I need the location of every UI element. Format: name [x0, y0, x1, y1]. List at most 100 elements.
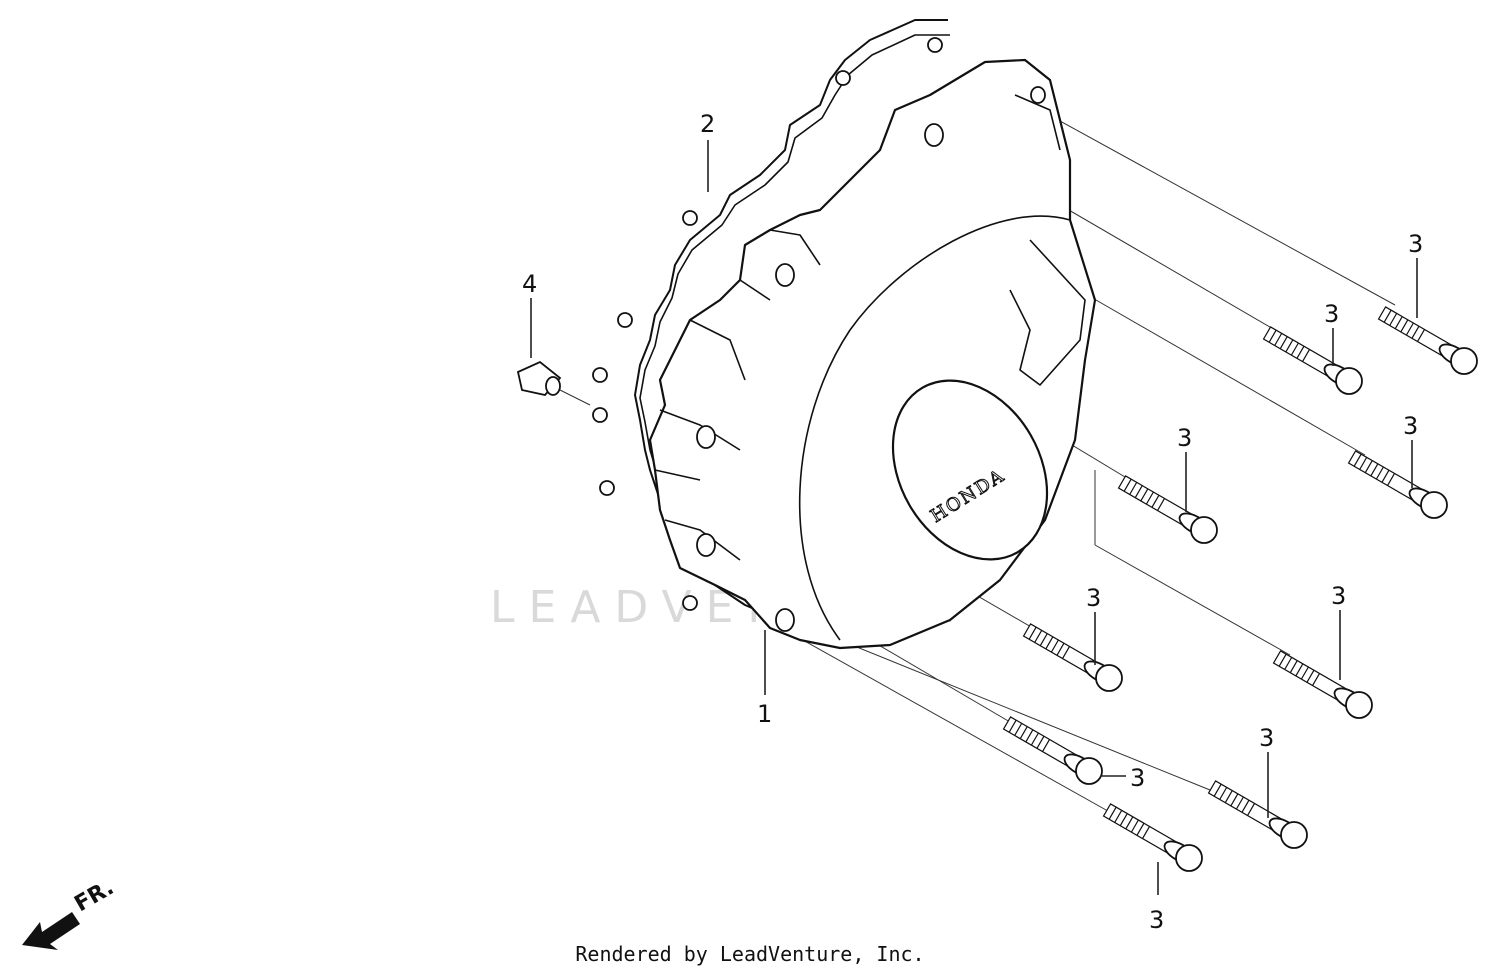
bolt-thread-line	[1108, 806, 1117, 820]
callout-3: 3	[1259, 724, 1274, 752]
gasket-hole	[599, 480, 615, 496]
bolt-thread-line	[1389, 313, 1398, 326]
cover-bolt-hole	[1030, 86, 1046, 104]
bolt-thread-line	[1381, 469, 1390, 483]
flange-bolt	[1272, 650, 1373, 719]
bolt-head	[1095, 664, 1123, 692]
bolt-thread-line	[1268, 329, 1277, 343]
bolt-thread-line	[1042, 739, 1051, 752]
bolt-thread-line	[1039, 633, 1048, 647]
flange-bolt	[1377, 306, 1478, 375]
bolt-thread-line	[1312, 673, 1321, 686]
callout-3: 3	[1331, 582, 1346, 610]
bolt-thread-line	[1230, 793, 1239, 807]
flange-bolts	[1002, 306, 1478, 872]
bolt-thread-line	[1008, 719, 1017, 733]
cover-bolt-hole	[696, 533, 716, 557]
bolt-thread-line	[1224, 790, 1233, 804]
bolt-thread-line	[1129, 482, 1138, 495]
bolt-thread-line	[1278, 653, 1287, 667]
cover-bolt-hole	[924, 123, 944, 147]
bolt-thread-line	[1136, 822, 1145, 836]
bolt-thread-line	[1300, 666, 1309, 680]
gasket-hole	[617, 312, 633, 328]
bolt-thread-line	[1123, 478, 1132, 492]
cover-logo-disc	[891, 379, 1049, 561]
callout-leaders	[530, 140, 1418, 895]
bolt-thread-line	[1279, 336, 1288, 350]
flange-bolt	[1347, 450, 1448, 519]
bolt-thread-line	[1125, 816, 1134, 830]
bolt-thread-line	[1036, 735, 1045, 749]
bolt-head	[1280, 821, 1308, 849]
bolt-head	[1450, 347, 1478, 375]
callout-2: 2	[700, 110, 715, 138]
bolt-head	[1190, 516, 1218, 544]
bolt-thread-line	[1302, 349, 1311, 362]
bolt-thread-line	[1295, 663, 1304, 677]
bolt-thread-line	[1034, 630, 1043, 643]
callout-3: 3	[1130, 764, 1145, 792]
callout-1: 1	[757, 700, 772, 728]
bolt-thread-line	[1364, 460, 1373, 474]
callout-3: 3	[1177, 424, 1192, 452]
bolt-thread-line	[1306, 669, 1315, 683]
bolt-thread-line	[1030, 732, 1039, 746]
bolt-head	[1075, 757, 1103, 785]
callouts: 2 4 1 3 3 3 3 3 3 3 3 3	[522, 110, 1423, 934]
bolt-thread-line	[1400, 319, 1409, 333]
gasket-hole	[592, 407, 608, 423]
gasket-hole	[927, 37, 943, 53]
callout-3: 3	[1086, 584, 1101, 612]
bolt-thread-line	[1394, 316, 1403, 330]
bolt-thread-line	[1284, 657, 1293, 670]
bolt-thread-line	[1405, 322, 1414, 336]
bolt-thread-line	[1062, 646, 1071, 659]
bolt-thread-line	[1274, 333, 1283, 346]
bolt-thread-line	[1151, 494, 1160, 508]
flange-bolt	[1002, 716, 1103, 785]
bolt-thread-line	[1050, 639, 1059, 653]
bolt-thread-line	[1359, 457, 1368, 470]
flange-bolt	[1022, 623, 1123, 692]
callout-3: 3	[1149, 906, 1164, 934]
flange-bolt	[1207, 780, 1308, 849]
callout-3: 3	[1324, 300, 1339, 328]
bolt-thread-line	[1219, 787, 1228, 800]
bolt-thread-line	[1142, 826, 1151, 839]
bolt-thread-line	[1370, 463, 1379, 477]
bolt-thread-line	[1247, 803, 1256, 816]
cover-bolt-hole	[696, 425, 716, 449]
cover-rib	[1009, 94, 1086, 386]
bolt-head	[1335, 367, 1363, 395]
callout-4: 4	[522, 270, 537, 298]
gasket-hole	[682, 210, 698, 226]
bolt-thread-line	[1375, 466, 1384, 480]
bolt-thread-line	[1353, 453, 1362, 467]
flange-bolt	[1117, 475, 1218, 544]
callout-3: 3	[1408, 230, 1423, 258]
cover-bolt-hole	[775, 263, 795, 287]
bolt-thread-line	[1241, 799, 1250, 813]
bolt-thread-line	[1383, 309, 1392, 323]
flange-bolt	[1262, 326, 1363, 395]
render-credit: Rendered by LeadVenture, Inc.	[575, 942, 925, 966]
flange-bolt	[1102, 803, 1203, 872]
bolt-thread-line	[1290, 342, 1299, 356]
bolt-thread-line	[1296, 345, 1305, 359]
bolt-thread-line	[1119, 813, 1128, 827]
generator-cover: HONDA	[648, 58, 1097, 650]
bolt-thread-line	[1114, 810, 1123, 823]
bolt-thread-line	[1289, 660, 1298, 674]
bolt-thread-line	[1387, 473, 1396, 486]
bolt-thread-line	[1213, 783, 1222, 797]
bolt-thread-line	[1140, 488, 1149, 502]
bolt-thread-line	[1235, 796, 1244, 810]
arrow-icon	[22, 912, 80, 950]
bolt-thread-line	[1145, 491, 1154, 505]
dowel-pin	[516, 360, 562, 396]
bolt-thread-line	[1411, 325, 1420, 339]
direction-label: FR.	[71, 875, 119, 917]
front-direction-arrow: FR.	[22, 875, 118, 950]
